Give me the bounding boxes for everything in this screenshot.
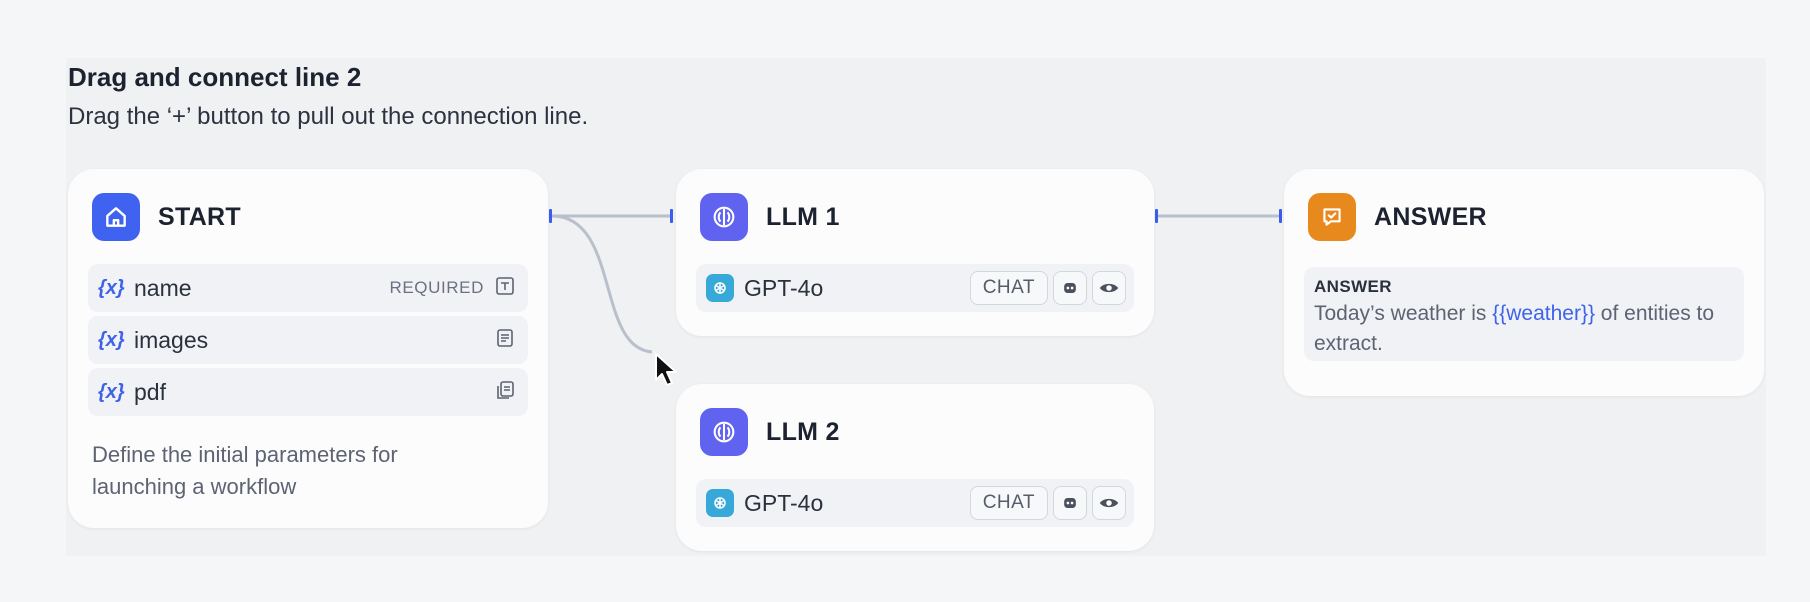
llm1-node[interactable]: LLM 1 GPT-4o CHAT [676,169,1154,336]
answer-content-box[interactable]: ANSWER Today’s weather is {{weather}} of… [1304,267,1744,361]
model-name: GPT-4o [744,489,824,516]
paragraph-icon [494,327,516,354]
start-node-description: Define the initial parameters for launch… [92,442,398,499]
variable-name: images [134,326,209,353]
llm2-model-selector[interactable]: GPT-4o CHAT [696,479,1134,527]
openai-icon [706,274,734,302]
mouse-cursor-icon [655,353,677,386]
llm2-node-title: LLM 2 [766,417,840,446]
variable-icon: {x} [98,276,125,299]
llm-brain-icon [700,408,748,456]
answer-chat-icon [1308,193,1356,241]
eye-icon [1092,271,1126,305]
home-icon [92,193,140,241]
answer-node[interactable]: ANSWER ANSWER Today’s weather is {{weath… [1284,169,1764,396]
variable-row-name[interactable]: {x} name REQUIRED [88,264,528,312]
variable-row-pdf[interactable]: {x} pdf [88,368,528,416]
eye-icon [1092,486,1126,520]
variable-icon: {x} [98,328,125,351]
answer-template-text: Today’s weather is {{weather}} of entiti… [1314,302,1715,355]
model-name: GPT-4o [744,274,824,301]
tutorial-instruction: Drag the ‘+’ button to pull out the conn… [68,103,589,130]
llm1-model-selector[interactable]: GPT-4o CHAT [696,264,1134,312]
llm1-input-handle[interactable] [670,209,673,223]
start-node-title: START [158,202,241,231]
llm1-node-title: LLM 1 [766,202,840,231]
wire-dragging [551,214,653,354]
file-list-icon [494,379,516,406]
text-input-icon [494,275,516,302]
llm2-node[interactable]: LLM 2 GPT-4o CHAT [676,384,1154,551]
start-output-handle[interactable] [549,209,552,223]
llm2-node-header: LLM 2 [700,408,840,456]
chat-mode-badge: CHAT [969,271,1048,305]
llm1-node-header: LLM 1 [700,193,840,241]
variable-icon: {x} [98,380,125,403]
variable-name: name [134,274,192,301]
tutorial-title: Drag and connect line 2 [68,62,362,92]
chat-mode-badge: CHAT [969,486,1048,520]
answer-input-handle[interactable] [1279,209,1282,223]
vision-robot-icon [1053,271,1087,305]
variable-row-images[interactable]: {x} images [88,316,528,364]
start-node[interactable]: START {x} name REQUIRED {x} images {x} p… [68,169,548,528]
answer-variable: {{weather}} [1492,302,1595,325]
llm-brain-icon [700,193,748,241]
answer-field-label: ANSWER [1314,277,1392,296]
llm1-output-handle[interactable] [1155,209,1158,223]
start-node-header: START [92,193,241,241]
variable-name: pdf [134,378,166,405]
openai-icon [706,489,734,517]
required-badge: REQUIRED [389,278,484,297]
vision-robot-icon [1053,486,1087,520]
answer-node-header: ANSWER [1308,193,1487,241]
answer-node-title: ANSWER [1374,202,1487,231]
